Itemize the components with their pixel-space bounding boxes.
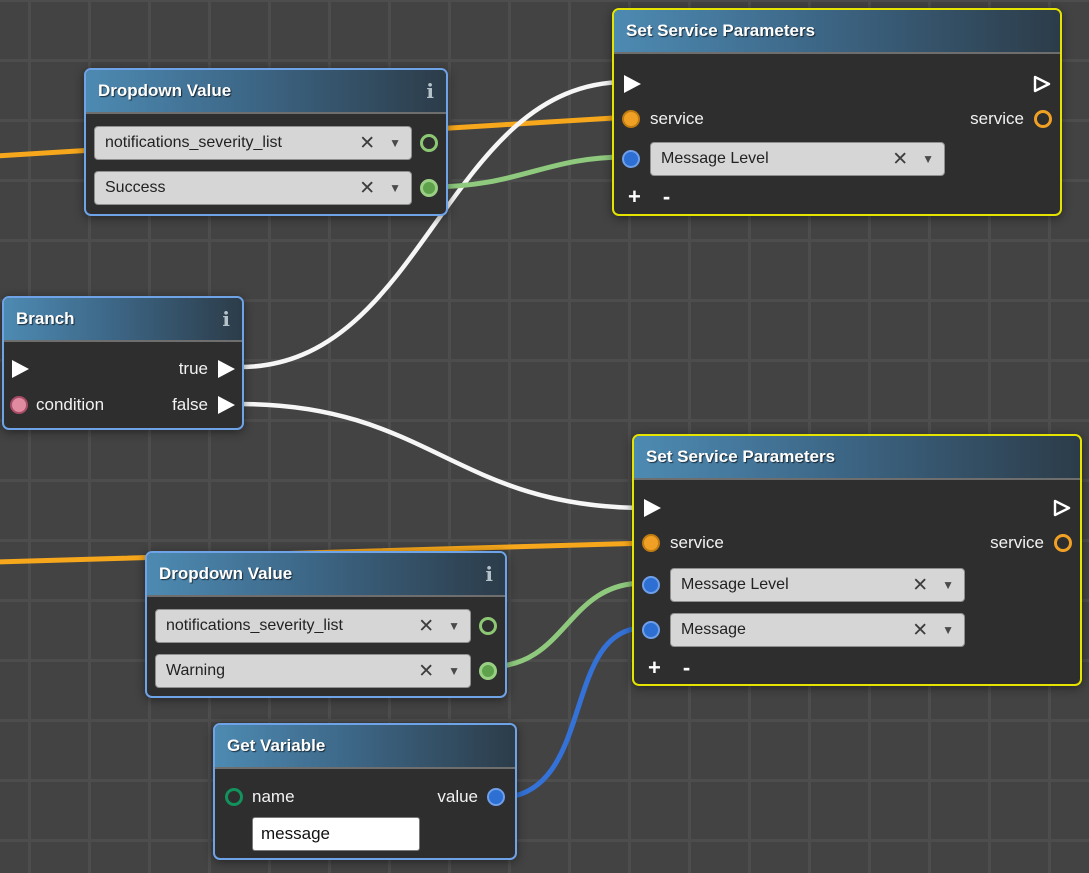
node-dropdown-value-top[interactable]: Dropdown Value i notifications_severity_… — [84, 68, 448, 216]
clear-icon[interactable]: ✕ — [359, 132, 376, 154]
parameter-dropdown[interactable]: Message ✕ ▼ — [670, 613, 965, 647]
branch-false-exec-wire[interactable] — [237, 401, 649, 511]
caret-down-icon[interactable]: ▼ — [389, 136, 401, 150]
node-title: Branch — [16, 309, 75, 328]
service-in-port[interactable] — [622, 110, 640, 128]
exec-out-pin[interactable] — [1032, 74, 1052, 94]
parameter-dropdown[interactable]: Message Level ✕ ▼ — [670, 568, 965, 602]
dropdown-value: Message Level — [681, 576, 789, 593]
service-in-label: service — [670, 533, 724, 552]
caret-down-icon[interactable]: ▼ — [448, 664, 460, 678]
success-to-message-level-wire[interactable] — [426, 154, 629, 190]
name-label: name — [252, 787, 295, 806]
node-branch[interactable]: Branch i true condition false — [2, 296, 244, 430]
node-header[interactable]: Set Service Parameters — [634, 436, 1080, 480]
remove-parameter-button[interactable]: - — [682, 655, 691, 680]
dropdown-value: notifications_severity_list — [105, 134, 282, 151]
clear-icon[interactable]: ✕ — [418, 615, 435, 637]
true-exec-out-pin[interactable] — [216, 359, 236, 379]
add-parameter-button[interactable]: + — [628, 184, 641, 209]
condition-label: condition — [36, 395, 105, 414]
param-in-port[interactable] — [642, 621, 660, 639]
service-out-port[interactable] — [1034, 110, 1052, 128]
clear-icon[interactable]: ✕ — [418, 660, 435, 682]
output-port-value[interactable] — [479, 662, 497, 680]
exec-in-pin[interactable] — [622, 74, 642, 94]
true-label: true — [178, 359, 208, 378]
dropdown-value: Success — [105, 179, 166, 196]
warning-to-message-level-wire[interactable] — [485, 580, 647, 670]
dropdown-value: notifications_severity_list — [166, 617, 343, 634]
dropdown-list-select[interactable]: notifications_severity_list ✕ ▼ — [94, 126, 412, 160]
caret-down-icon[interactable]: ▼ — [448, 619, 460, 633]
caret-down-icon[interactable]: ▼ — [942, 623, 954, 637]
exec-in-pin[interactable] — [642, 498, 662, 518]
value-out-port[interactable] — [487, 788, 505, 806]
dropdown-item-select[interactable]: Warning ✕ ▼ — [155, 654, 471, 688]
output-port-list[interactable] — [479, 617, 497, 635]
node-dropdown-value-bottom[interactable]: Dropdown Value i notifications_severity_… — [145, 551, 507, 698]
node-title: Set Service Parameters — [646, 447, 836, 466]
node-title: Get Variable — [227, 736, 326, 755]
service-out-label: service — [990, 533, 1044, 552]
node-title: Dropdown Value — [159, 564, 293, 583]
node-title: Set Service Parameters — [626, 21, 816, 40]
false-label: false — [172, 395, 208, 414]
exec-in-pin[interactable] — [10, 359, 30, 379]
node-set-service-parameters-bottom[interactable]: Set Service Parameters service service — [632, 434, 1082, 686]
service-out-label: service — [970, 109, 1024, 128]
node-header[interactable]: Branch i — [4, 298, 242, 342]
service-out-port[interactable] — [1054, 534, 1072, 552]
node-header[interactable]: Get Variable — [215, 725, 515, 769]
caret-down-icon[interactable]: ▼ — [389, 181, 401, 195]
clear-icon[interactable]: ✕ — [912, 619, 929, 641]
remove-parameter-button[interactable]: - — [662, 184, 671, 209]
message-value-wire[interactable] — [494, 625, 647, 801]
caret-down-icon[interactable]: ▼ — [942, 578, 954, 592]
info-icon[interactable]: i — [222, 307, 230, 331]
service-in-port[interactable] — [642, 534, 660, 552]
clear-icon[interactable]: ✕ — [892, 148, 909, 170]
node-get-variable[interactable]: Get Variable name value — [213, 723, 517, 860]
dropdown-item-select[interactable]: Success ✕ ▼ — [94, 171, 412, 205]
output-port-value[interactable] — [420, 179, 438, 197]
caret-down-icon[interactable]: ▼ — [922, 152, 934, 166]
dropdown-value: Message Level — [661, 150, 769, 167]
clear-icon[interactable]: ✕ — [912, 574, 929, 596]
add-parameter-button[interactable]: + — [648, 655, 661, 680]
node-title: Dropdown Value — [98, 81, 232, 100]
branch-true-exec-wire[interactable] — [237, 79, 629, 370]
name-in-port[interactable] — [225, 788, 243, 806]
node-header[interactable]: Dropdown Value i — [147, 553, 505, 597]
false-exec-out-pin[interactable] — [216, 395, 236, 415]
exec-out-pin[interactable] — [1052, 498, 1072, 518]
node-set-service-parameters-top[interactable]: Set Service Parameters service service — [612, 8, 1062, 216]
node-header[interactable]: Set Service Parameters — [614, 10, 1060, 54]
dropdown-value: Message — [681, 621, 746, 638]
variable-name-input[interactable] — [252, 817, 420, 851]
clear-icon[interactable]: ✕ — [359, 177, 376, 199]
condition-in-port[interactable] — [10, 396, 28, 414]
parameter-dropdown[interactable]: Message Level ✕ ▼ — [650, 142, 945, 176]
service-in-label: service — [650, 109, 704, 128]
node-header[interactable]: Dropdown Value i — [86, 70, 446, 114]
value-label: value — [437, 787, 478, 806]
dropdown-list-select[interactable]: notifications_severity_list ✕ ▼ — [155, 609, 471, 643]
param-in-port[interactable] — [642, 576, 660, 594]
output-port-list[interactable] — [420, 134, 438, 152]
info-icon[interactable]: i — [426, 79, 434, 103]
param-in-port[interactable] — [622, 150, 640, 168]
info-icon[interactable]: i — [485, 562, 493, 586]
dropdown-value: Warning — [166, 662, 225, 679]
